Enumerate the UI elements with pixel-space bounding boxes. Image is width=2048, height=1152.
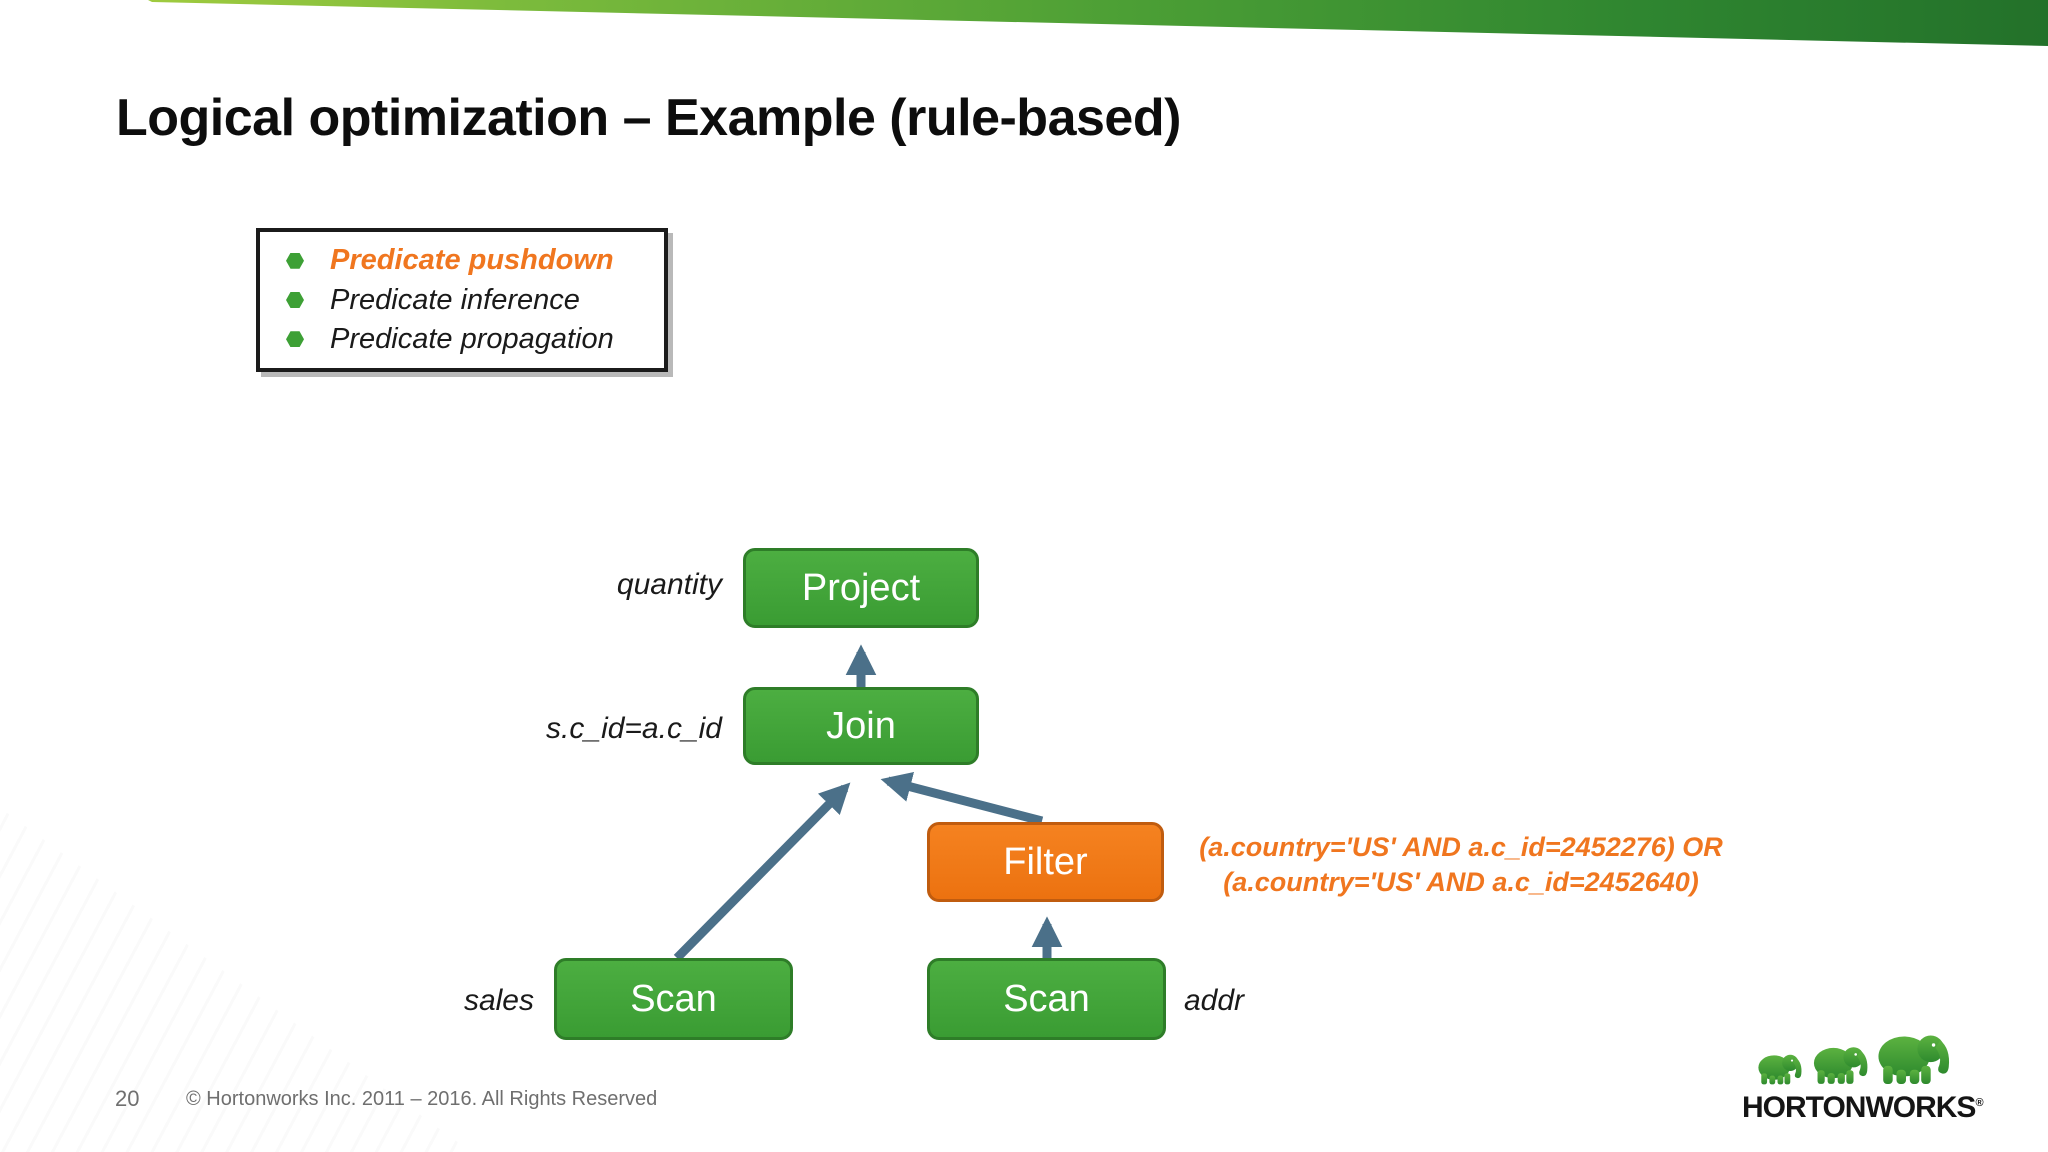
rule-item-propagation: Predicate propagation xyxy=(286,323,654,356)
hortonworks-wordmark: HORTONWORKS® xyxy=(1742,1088,1984,1123)
plan-node-project: Project xyxy=(743,548,979,628)
page-number: 20 xyxy=(115,1086,140,1111)
rule-label: Predicate pushdown xyxy=(330,244,614,277)
wordmark-text: HORTONWORKS xyxy=(1742,1091,1976,1124)
elephants-icon xyxy=(1758,1035,1950,1085)
top-green-banner xyxy=(148,0,2048,46)
filter-predicate-line1: (a.country='US' AND a.c_id=2452276) OR xyxy=(1199,832,1723,862)
filter-predicate-annotation: (a.country='US' AND a.c_id=2452276) OR (… xyxy=(1178,830,1744,900)
scan-addr-side-label: addr xyxy=(1184,984,1245,1017)
rule-item-inference: Predicate inference xyxy=(286,284,654,317)
project-side-label: quantity xyxy=(616,568,722,601)
rule-item-pushdown: Predicate pushdown xyxy=(286,244,654,277)
plan-node-join: Join xyxy=(743,687,979,765)
copyright-text: © Hortonworks Inc. 2011 – 2016. All Righ… xyxy=(186,1088,658,1110)
node-label: Join xyxy=(826,704,896,747)
registered-mark: ® xyxy=(1975,1097,1983,1109)
hortonworks-logo: HORTONWORKS® xyxy=(1742,1026,1984,1123)
optimization-rules-box: Predicate pushdown Predicate inference P… xyxy=(256,228,668,372)
node-label: Scan xyxy=(630,977,717,1020)
scan-sales-side-label: sales xyxy=(463,984,534,1017)
slide-title: Logical optimization – Example (rule-bas… xyxy=(116,89,1181,147)
filter-predicate-line2: (a.country='US' AND a.c_id=2452640) xyxy=(1223,867,1699,897)
hexagon-bullet-icon xyxy=(286,292,304,308)
node-label: Project xyxy=(801,566,921,609)
rule-label: Predicate propagation xyxy=(330,322,614,355)
node-label: Scan xyxy=(1003,977,1090,1020)
edge-scan-sales-to-join xyxy=(673,782,851,962)
join-side-label: s.c_id=a.c_id xyxy=(546,712,722,745)
edge-filter-to-join xyxy=(880,771,1044,826)
plan-node-scan-sales: Scan xyxy=(554,958,793,1040)
rule-label: Predicate inference xyxy=(330,283,580,316)
hexagon-bullet-icon xyxy=(286,252,304,269)
plan-node-scan-addr: Scan xyxy=(927,958,1166,1040)
plan-node-filter: Filter xyxy=(927,822,1164,902)
hexagon-bullet-icon xyxy=(286,331,304,348)
node-label: Filter xyxy=(1003,840,1088,883)
